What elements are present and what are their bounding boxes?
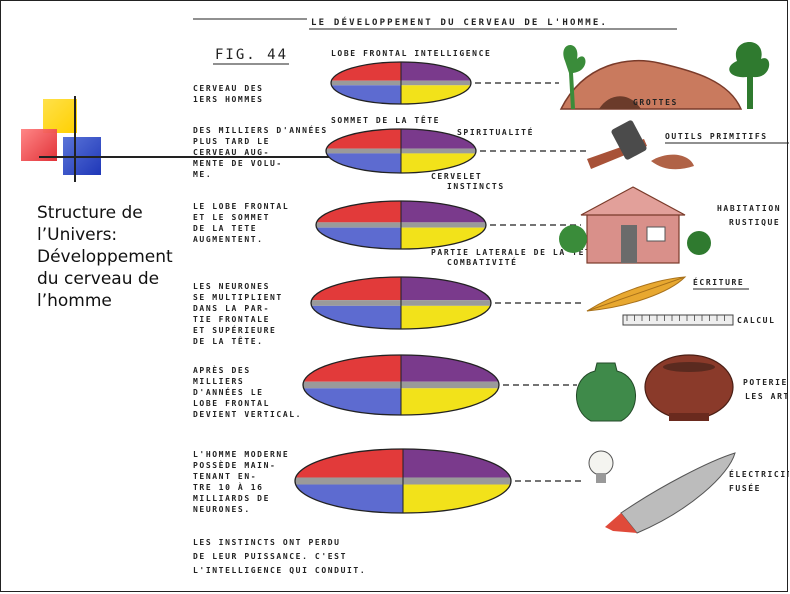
stage-caption-line: MILLIERS [193,377,244,386]
pottery-illustration: POTERIE LES ARTS [576,354,789,422]
stage-caption-line: LOBE FRONTAL [193,399,270,408]
brain-bottom-label: CERVELET [431,172,482,181]
cave-illustration: GROTTES [559,41,770,110]
stage-4: LES NEURONES SE MULTIPLIENT DANS LA PAR- TI… [193,276,585,346]
stage-caption-line: SE MULTIPLIENT [193,293,283,302]
stage-caption-line: CERVEAU AUG- [193,148,270,157]
stage-caption-line: DANS LA PAR- [193,304,270,313]
stage-caption-line: PLUS TARD LE [193,137,270,146]
decor-red-square [21,129,57,161]
stages: CERVEAU DES 1ERS HOMMES LOBE FRONTAL INTEL… [193,49,598,514]
stage-caption-line: TENANT EN- [193,472,257,481]
stage-caption-line: LES NEURONES [193,282,270,291]
brain-development-figure: LE DÉVELOPPEMENT DU CERVEAU DE L'HOMME. … [189,1,789,593]
stage-caption-line: CERVEAU DES [193,84,264,93]
stage-caption-line: D'ANNÉES LE [193,386,264,397]
brain-bottom-label-2: INSTINCTS [447,182,505,191]
footer-line: L'INTELLIGENCE QUI CONDUIT. [193,566,366,575]
brain-bottom-label-2: COMBATIVITÉ [447,256,518,267]
stage-caption-line: LE LOBE FRONTAL [193,202,289,211]
stage-caption-line: ET LE SOMMET [193,213,270,222]
footer-line: LES INSTINCTS ONT PERDU [193,538,341,547]
stage-2: DES MILLIERS D'ANNÉES PLUS TARD LE CERVEAU… [193,114,589,191]
house-illustration: HABITATION RUSTIQUE [559,186,781,264]
rocket-label: FUSÉE [729,482,761,493]
stage-caption-line: MILLIARDS DE [193,494,270,503]
stage-caption-line: AUGMENTENT. [193,235,264,244]
calc-label: CALCUL [737,316,776,325]
writing-label: ÉCRITURE [693,276,744,287]
stage-caption-line: MENTE DE VOLU- [193,159,283,168]
figure-drawing: LE DÉVELOPPEMENT DU CERVEAU DE L'HOMME. … [193,16,789,575]
footer-line: DE LEUR PUISSANCE. C'EST [193,552,347,561]
stage-3: LE LOBE FRONTAL ET LE SOMMET DE LA TETE AUG… [193,200,598,267]
slide-title: Structure de l’Univers: Développement du… [37,203,173,311]
figure-title: LE DÉVELOPPEMENT DU CERVEAU DE L'HOMME. [311,16,608,28]
decor-yellow-square [43,99,77,133]
stage-caption-line: POSSÈDE MAIN- [193,459,276,470]
brain-top-label: SOMMET DE LA TÊTE [331,114,440,125]
stage-caption-line: TRE 10 À 16 [193,481,264,492]
brain-top-label-2: SPIRITUALITÉ [457,126,534,137]
brain-bottom-label: PARTIE LATERALE DE LA TÊTE [431,246,598,257]
arts-label: LES ARTS [745,392,789,401]
decor-horizontal-line [39,156,329,158]
house-label: HABITATION [717,204,781,213]
stage-caption-line: ET SUPÉRIEURE [193,324,276,335]
figure-footer: LES INSTINCTS ONT PERDU DE LEUR PUISSANCE… [193,538,366,575]
stage-caption-line: DEVIENT VERTICAL. [193,410,302,419]
decor-vertical-line [74,96,76,182]
pottery-label: POTERIE [743,378,788,387]
brain-top-label: LOBE FRONTAL INTELLIGENCE [331,49,491,58]
tools-label: OUTILS PRIMITIFS [665,132,768,141]
figure-number: FIG. 44 [215,47,288,63]
tools-illustration: OUTILS PRIMITIFS [587,120,789,170]
stage-caption-line: NEURONES. [193,505,251,514]
stage-caption-line: L'HOMME MODERNE [193,450,289,459]
stage-caption-line: ME. [193,170,212,179]
electricity-illustration: ÉLECTRICITÉ FUSÉE [588,450,789,534]
electricity-label: ÉLECTRICITÉ [729,468,789,479]
stage-caption-line: DE LA TETE [193,224,257,233]
house-label-2: RUSTIQUE [729,218,780,227]
stage-caption-line: 1ERS HOMMES [193,95,264,104]
writing-illustration: ÉCRITURE CALCUL [586,276,776,326]
stage-caption-line: DES MILLIERS D'ANNÉES [193,124,328,135]
stage-1: CERVEAU DES 1ERS HOMMES LOBE FRONTAL INTEL… [193,49,559,105]
stage-caption-line: DE LA TÊTE. [193,335,264,346]
stage-caption-line: TIE FRONTALE [193,315,270,324]
stage-caption-line: APRÈS DES [193,364,251,375]
cave-label: GROTTES [633,98,678,107]
